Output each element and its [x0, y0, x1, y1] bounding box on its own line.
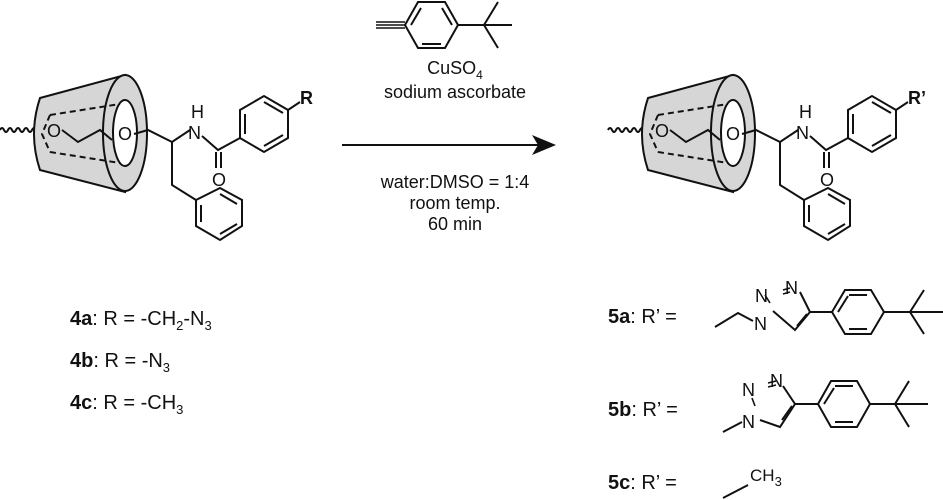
reactant-structure: O O H N O R: [0, 74, 313, 241]
substituent-5b-structure: N N N: [722, 371, 928, 433]
variant-5c-label: 5c: R’ =: [608, 472, 677, 494]
variant-4c-label: 4c: R = -CH3: [70, 392, 184, 417]
variant-4a-label: 4a: R = -CH2-N3: [70, 308, 212, 333]
triazole-n3: N: [770, 371, 783, 391]
triazole-n3: N: [785, 278, 798, 298]
atom-o-carbonyl: O: [212, 170, 226, 190]
condition-solvent: water:DMSO = 1:4: [380, 172, 530, 192]
triazole-n1: N: [742, 412, 755, 432]
atom-o2: O: [118, 124, 132, 144]
atom-o1: O: [655, 121, 669, 141]
atom-n: N: [188, 123, 201, 143]
atom-h: H: [191, 102, 204, 122]
substituent-r: R: [300, 88, 313, 108]
condition-temperature: room temp.: [409, 193, 501, 213]
variant-5a-label: 5a: R’ =: [608, 306, 677, 328]
reagent-alkyne-structure: [376, 1, 512, 49]
variant-5c-ch3: CH3: [750, 466, 782, 489]
condition-time: 60 min: [427, 214, 483, 234]
condition-additive: sodium ascorbate: [383, 82, 527, 102]
substituent-5c-structure: [722, 484, 749, 499]
triazole-n2: N: [742, 380, 755, 400]
atom-o2: O: [726, 124, 740, 144]
condition-catalyst: CuSO4: [427, 58, 483, 82]
variant-4b-label: 4b: R = -N3: [70, 350, 171, 375]
product-structure: O O H N O R’: [607, 74, 926, 241]
atom-n: N: [796, 123, 809, 143]
substituent-r-prime: R’: [908, 88, 926, 108]
atom-h: H: [799, 102, 812, 122]
atom-o1: O: [47, 121, 61, 141]
triazole-n2: N: [755, 286, 768, 306]
atom-o-carbonyl: O: [820, 170, 834, 190]
triazole-n1: N: [754, 314, 767, 334]
variant-5b-label: 5b: R’ =: [608, 399, 678, 421]
substituent-5a-structure: N N N: [714, 278, 943, 335]
